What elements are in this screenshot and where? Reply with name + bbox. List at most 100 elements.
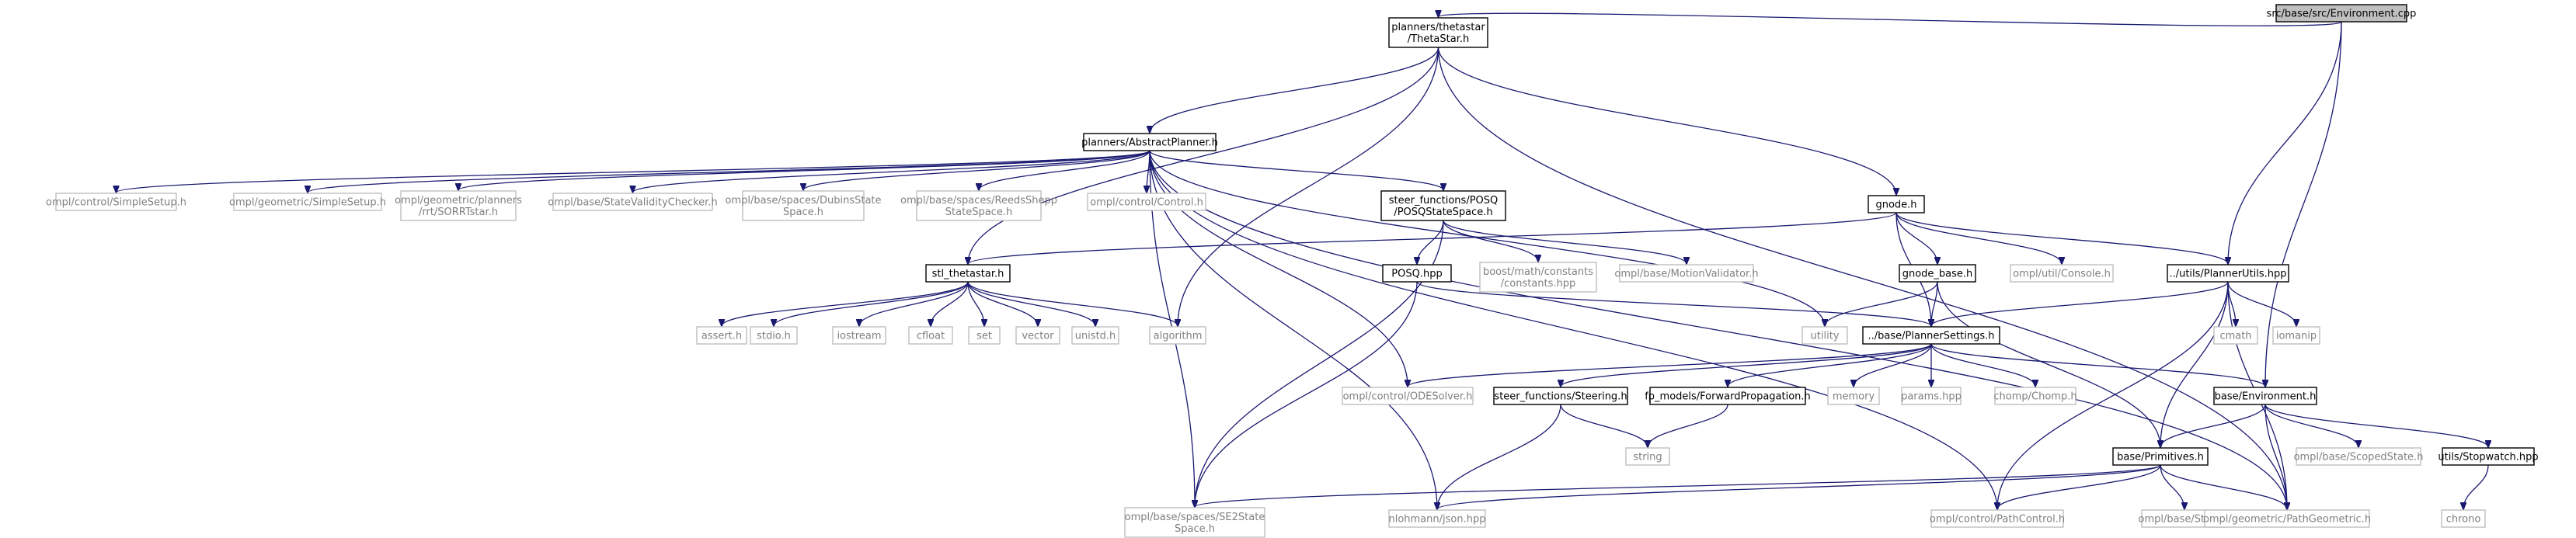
edge-plannersettings-to-chomp — [1930, 343, 2035, 387]
node-label: utils/Stopwatch.hpp — [2438, 452, 2538, 463]
node-box — [2112, 447, 2209, 466]
node-steering[interactable]: steer_functions/Steering.h — [1493, 387, 1628, 405]
node-box — [1868, 195, 1925, 213]
node-environment[interactable]: base/Environment.h — [2213, 387, 2317, 405]
node-label: string — [1633, 452, 1662, 463]
node-box — [1930, 509, 2064, 528]
node-ctrl_control: ompl/control/Control.h — [1087, 193, 1206, 211]
node-sorrt: ompl/geometric/planners/rrt/SORRTstar.h — [395, 190, 522, 221]
edge-environment-to-pathgeo — [2264, 404, 2287, 509]
node-svc: ompl/base/StateValidityChecker.h — [548, 193, 718, 211]
node-gnode_base[interactable]: gnode_base.h — [1899, 264, 1976, 283]
node-box — [2010, 264, 2114, 283]
edge-stl_theta-to-algorithm — [967, 281, 1178, 326]
node-label: boost/math/constants — [1483, 266, 1593, 278]
node-label: utility — [1811, 331, 1840, 342]
node-box — [1380, 190, 1506, 221]
edge-plannersettings-to-fwdprop — [1728, 343, 1932, 387]
node-box — [2204, 509, 2370, 528]
node-json: nlohmann/json.hpp — [1388, 509, 1486, 528]
node-box — [1083, 133, 1217, 151]
node-label: base/Environment.h — [2215, 391, 2317, 403]
edge-primitives-to-pathcontrol — [1997, 464, 2161, 509]
node-box — [1649, 387, 1806, 405]
node-label: /rrt/SORRTstar.h — [419, 207, 498, 218]
node-posq_space[interactable]: steer_functions/POSQ/POSQStateSpace.h — [1380, 190, 1506, 221]
edge-posq_hpp-to-plannersettings — [1416, 281, 1931, 326]
node-label: StateSpace.h — [945, 207, 1012, 218]
edges-layer — [117, 13, 2489, 509]
edge-gnode_base-to-utility — [1825, 281, 1938, 326]
node-box — [908, 326, 953, 345]
node-scopedstate: ompl/base/ScopedState.h — [2294, 447, 2423, 466]
node-primitives[interactable]: base/Primitives.h — [2112, 447, 2209, 466]
edge-posq_space-to-se2 — [1195, 220, 1444, 507]
edge-abstract-to-pathgeo — [1149, 150, 2287, 509]
node-plannersettings[interactable]: ../base/PlannerSettings.h — [1862, 326, 2000, 345]
edge-primitives-to-state — [2160, 464, 2184, 509]
node-box — [2441, 509, 2486, 528]
edge-plannersettings-to-odesolver — [1408, 343, 1932, 387]
node-unistd: unistd.h — [1071, 326, 1119, 345]
node-label: iostream — [837, 331, 881, 342]
node-root[interactable]: src/base/src/Environment.cpp — [2267, 4, 2417, 23]
node-label: memory — [1833, 391, 1875, 403]
node-label: algorithm — [1154, 331, 1203, 342]
edge-plannerutils-to-plannersettings — [1931, 281, 2229, 326]
edge-abstract-to-odesolver — [1149, 150, 1408, 387]
node-box — [1388, 17, 1488, 48]
node-label: ompl/base/MotionValidator.h — [1614, 269, 1758, 280]
node-posq_hpp[interactable]: POSQ.hpp — [1382, 264, 1452, 283]
edge-root-to-thetastar — [1439, 13, 2342, 26]
nodes-layer: src/base/src/Environment.cpp planners/the… — [46, 4, 2539, 538]
node-label: cfloat — [917, 331, 945, 342]
node-iostream: iostream — [832, 326, 886, 345]
edge-thetastar-to-algorithm — [1178, 47, 1439, 326]
node-box — [1901, 387, 1962, 405]
node-box — [1479, 262, 1597, 293]
node-label: ompl/base/StateValidityChecker.h — [548, 197, 717, 209]
node-box — [1801, 326, 1848, 345]
node-fwdprop[interactable]: fp_models/ForwardPropagation.h — [1645, 387, 1811, 405]
node-thetastar[interactable]: planners/thetastar/ThetaStar.h — [1388, 17, 1488, 48]
node-stdio: stdio.h — [750, 326, 798, 345]
node-chomp: chomp/Chomp.h — [1993, 387, 2077, 405]
node-box — [1994, 387, 2076, 405]
node-assert: assert.h — [696, 326, 747, 345]
edge-posq_space-to-posq_hpp — [1417, 220, 1444, 264]
node-label: ../base/PlannerSettings.h — [1868, 331, 1995, 342]
edge-abstract-to-ctrl_simple — [117, 150, 1150, 193]
node-box — [2442, 447, 2535, 466]
node-label: ompl/control/ODESolver.h — [1343, 391, 1473, 403]
edge-thetastar-to-gnode — [1437, 47, 1897, 195]
node-label: iomanip — [2276, 331, 2317, 342]
edge-abstract-to-utility — [1149, 150, 1825, 326]
node-label: ../utils/PlannerUtils.hpp — [2169, 269, 2286, 280]
node-gnode[interactable]: gnode.h — [1868, 195, 1925, 213]
edge-abstract-to-svc — [633, 150, 1150, 193]
node-stopwatch[interactable]: utils/Stopwatch.hpp — [2438, 447, 2539, 466]
node-label: gnode.h — [1875, 200, 1916, 211]
edge-primitives-to-se2 — [1195, 464, 2161, 507]
node-ctrl_simple: ompl/control/SimpleSetup.h — [46, 193, 186, 211]
node-label: planners/thetastar — [1391, 22, 1485, 33]
node-label: ompl/util/Console.h — [2013, 269, 2111, 280]
edge-plannersettings-to-memory — [1854, 343, 1932, 387]
node-cfloat: cfloat — [908, 326, 953, 345]
edge-stl_theta-to-cfloat — [931, 281, 969, 326]
node-iomanip: iomanip — [2272, 326, 2320, 345]
edge-root-to-environment — [2265, 21, 2342, 387]
node-box — [1388, 509, 1486, 528]
node-plannerutils[interactable]: ../utils/PlannerUtils.hpp — [2167, 264, 2289, 283]
node-label: cmath — [2219, 331, 2251, 342]
node-box — [1382, 264, 1452, 283]
node-abstract[interactable]: planners/AbstractPlanner.h — [1081, 133, 1218, 151]
edge-plannersettings-to-steering — [1561, 343, 1932, 387]
node-label: steer_functions/Steering.h — [1494, 391, 1627, 403]
edge-plannerutils-to-primitives — [2160, 281, 2229, 447]
node-utility: utility — [1801, 326, 1848, 345]
node-cmath: cmath — [2213, 326, 2258, 345]
node-stl_theta[interactable]: stl_thetastar.h — [925, 264, 1011, 283]
node-memory: memory — [1827, 387, 1880, 405]
